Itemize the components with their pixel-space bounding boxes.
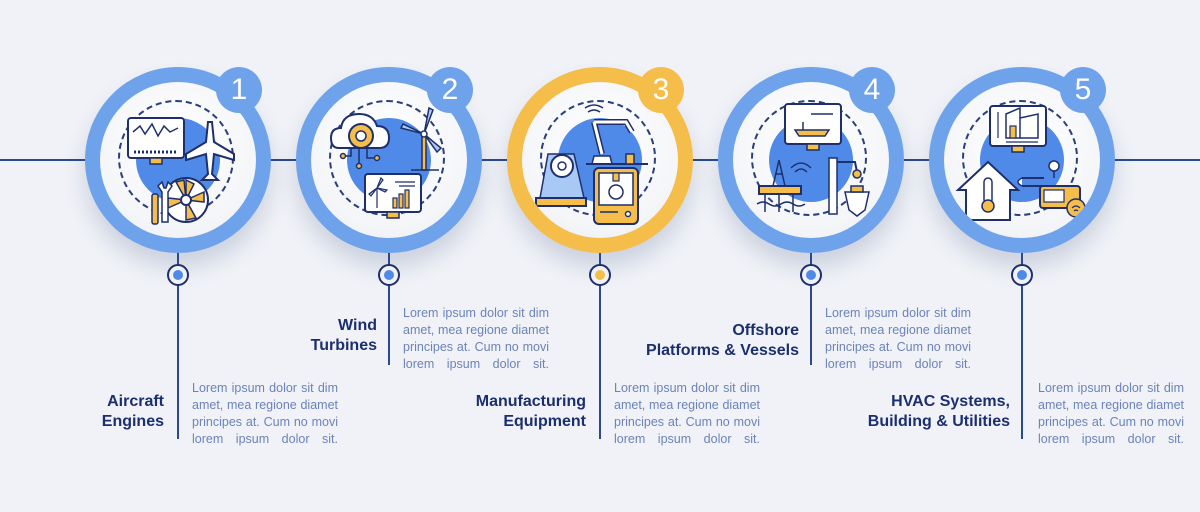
timeline-dot [589,264,611,286]
step-description: Lorem ipsum dolor sit dim amet, mea regi… [614,381,760,446]
robot-arm-3d-printer-icon [535,104,648,225]
step-stem-line [177,253,179,439]
step-number-badge: 3 [638,67,684,113]
step-stem-line [599,253,601,439]
step-description: Lorem ipsum dolor sit dim amet, mea regi… [403,306,549,371]
offshore-platform-vessel-icon [756,103,870,217]
step-description: Lorem ipsum dolor sit dim amet, mea regi… [825,306,971,371]
aircraft-engine-monitoring-icon [127,117,235,225]
step-number-badge: 5 [1060,67,1106,113]
timeline-dot [167,264,189,286]
timeline-dot [1011,264,1033,286]
step-number-badge: 4 [849,67,895,113]
hvac-building-meter-icon [955,105,1086,221]
timeline-dot [378,264,400,286]
step-stem-line [388,253,390,365]
step-title: HVAC Systems,Building & Utilities [867,393,1010,430]
step-description: Lorem ipsum dolor sit dim amet, mea regi… [1038,381,1184,446]
step-number-badge: 1 [216,67,262,113]
step-stem-line [1021,253,1023,439]
icon-circle [733,82,889,238]
step-description: Lorem ipsum dolor sit dim amet, mea regi… [192,381,338,446]
wind-turbine-cloud-icon [329,106,443,219]
timeline-dot [800,264,822,286]
step-stem-line [810,253,812,365]
step-number-badge: 2 [427,67,473,113]
